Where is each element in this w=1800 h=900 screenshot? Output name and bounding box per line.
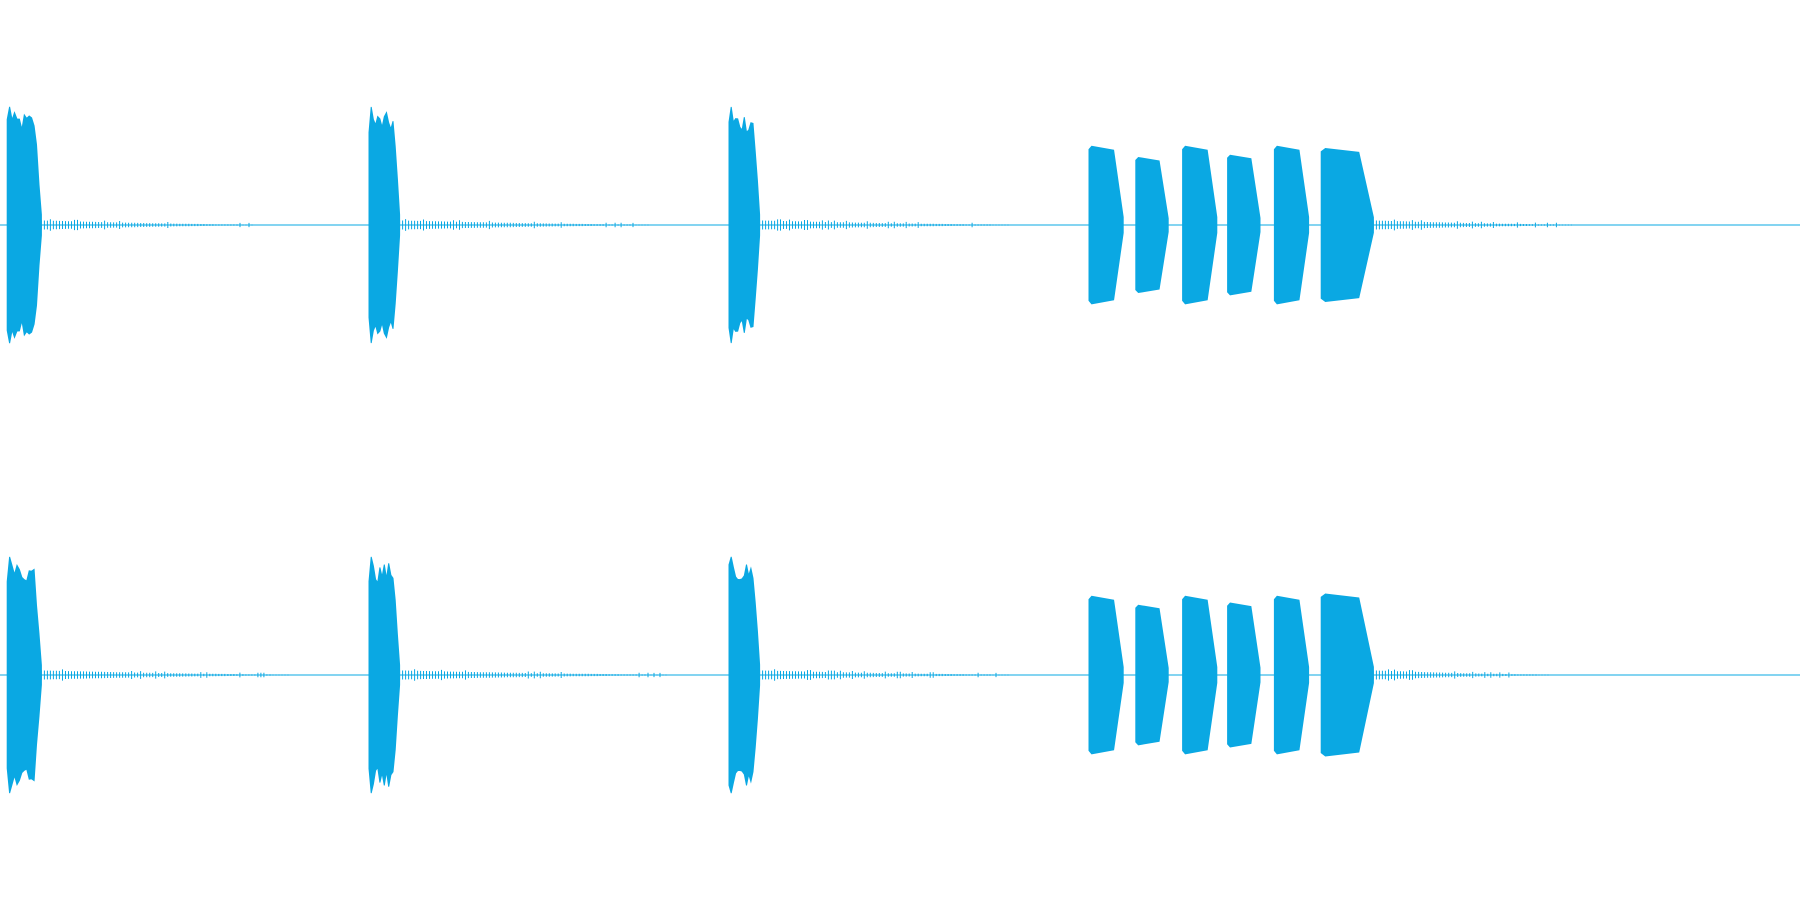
- waveform-burst: [1182, 145, 1218, 305]
- waveform-tail: [1372, 669, 1549, 681]
- waveform-burst: [1320, 593, 1374, 757]
- waveform-burst: [1088, 595, 1124, 755]
- waveform-burst: [1273, 595, 1310, 755]
- channel-1: [0, 106, 1800, 344]
- channel-2: [0, 556, 1800, 794]
- waveform-burst: [1182, 595, 1218, 755]
- waveform-burst: [1320, 147, 1374, 303]
- waveform-tail: [40, 669, 289, 681]
- waveform-burst: [728, 106, 761, 344]
- waveform-tail: [1372, 219, 1572, 231]
- waveform-tail: [759, 219, 1009, 231]
- waveform-burst: [6, 556, 42, 794]
- waveform-burst: [1273, 145, 1310, 305]
- waveform-burst: [6, 106, 42, 344]
- waveform-burst: [1135, 156, 1169, 294]
- waveform-burst: [1227, 154, 1261, 296]
- waveform-tail: [759, 669, 1009, 681]
- waveform-burst: [368, 106, 401, 344]
- waveform-burst: [368, 556, 401, 794]
- waveform-tail: [399, 219, 649, 231]
- waveform-tail: [40, 219, 253, 231]
- waveform-burst: [1227, 602, 1261, 748]
- waveform-burst: [728, 556, 761, 794]
- waveform-burst: [1135, 604, 1169, 746]
- waveform-tail: [399, 669, 667, 681]
- waveform-burst: [1088, 145, 1124, 305]
